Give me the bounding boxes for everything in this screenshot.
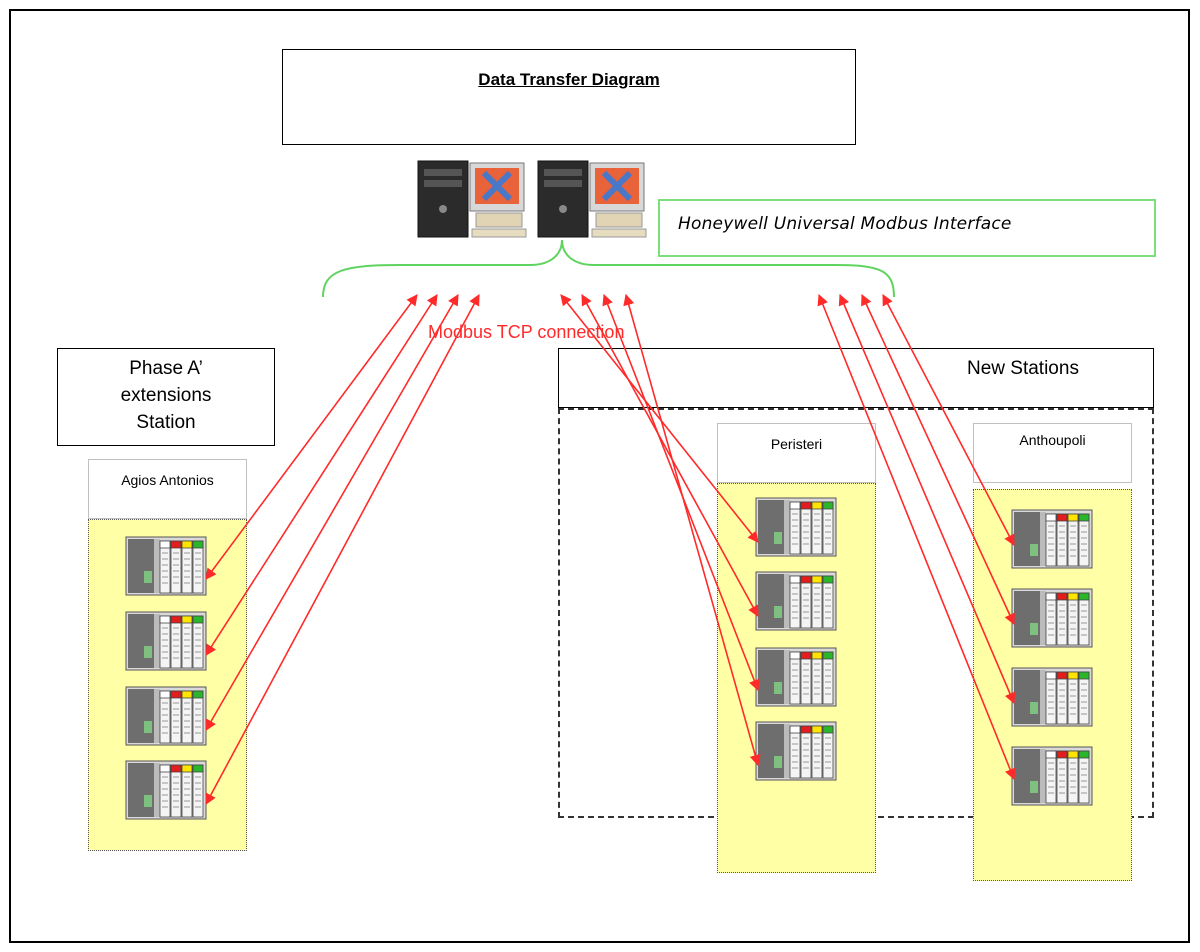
arrow-icon bbox=[817, 293, 1016, 781]
phase-line-2: extensions bbox=[120, 385, 212, 406]
diagram-title: Data Transfer Diagram bbox=[478, 70, 660, 89]
interface-label: Honeywell Universal Modbus Interface bbox=[678, 214, 1012, 234]
arrow-icon bbox=[581, 294, 759, 617]
plc-rack-icon bbox=[755, 647, 837, 707]
plc-rack-icon bbox=[125, 611, 207, 671]
modbus-connection-label: Modbus TCP connection bbox=[428, 322, 625, 342]
plc-rack-icon bbox=[755, 497, 837, 557]
plc-rack-icon bbox=[1011, 588, 1093, 648]
arrow-icon bbox=[838, 293, 1016, 705]
arrow-icon bbox=[205, 294, 418, 580]
server-workstation-icon bbox=[417, 160, 527, 238]
phase-line-1: Phase A’ bbox=[129, 358, 203, 379]
server-workstation-group bbox=[417, 160, 647, 238]
station-name: Anthoupoli bbox=[1019, 432, 1086, 448]
plc-rack-icon bbox=[755, 721, 837, 781]
arrow-icon bbox=[623, 293, 761, 767]
outer-frame bbox=[9, 9, 1190, 943]
server-workstation-icon bbox=[537, 160, 647, 238]
plc-rack-icon bbox=[125, 686, 207, 746]
arrow-icon bbox=[205, 294, 480, 805]
station-name: Peristeri bbox=[770, 436, 823, 452]
phase-line-3: Station bbox=[136, 412, 196, 433]
arrow-icon bbox=[205, 294, 459, 731]
arrow-icon bbox=[205, 294, 438, 656]
plc-rack-icon bbox=[1011, 746, 1093, 806]
interface-box: Honeywell Universal Modbus Interface bbox=[658, 199, 1156, 257]
plc-rack-icon bbox=[1011, 509, 1093, 569]
phase-group-label: Phase A’ extensions Station bbox=[58, 355, 274, 436]
plc-rack-icon bbox=[125, 536, 207, 596]
connection-arrows bbox=[205, 293, 1016, 805]
title-box: Data Transfer Diagram bbox=[282, 49, 856, 145]
plc-rack-icon bbox=[125, 760, 207, 820]
interface-brace bbox=[322, 239, 895, 298]
plc-rack-icon bbox=[1011, 667, 1093, 727]
station-name: Agios Antonios bbox=[121, 472, 214, 488]
arrow-icon bbox=[882, 294, 1015, 546]
plc-rack-icon bbox=[755, 571, 837, 631]
